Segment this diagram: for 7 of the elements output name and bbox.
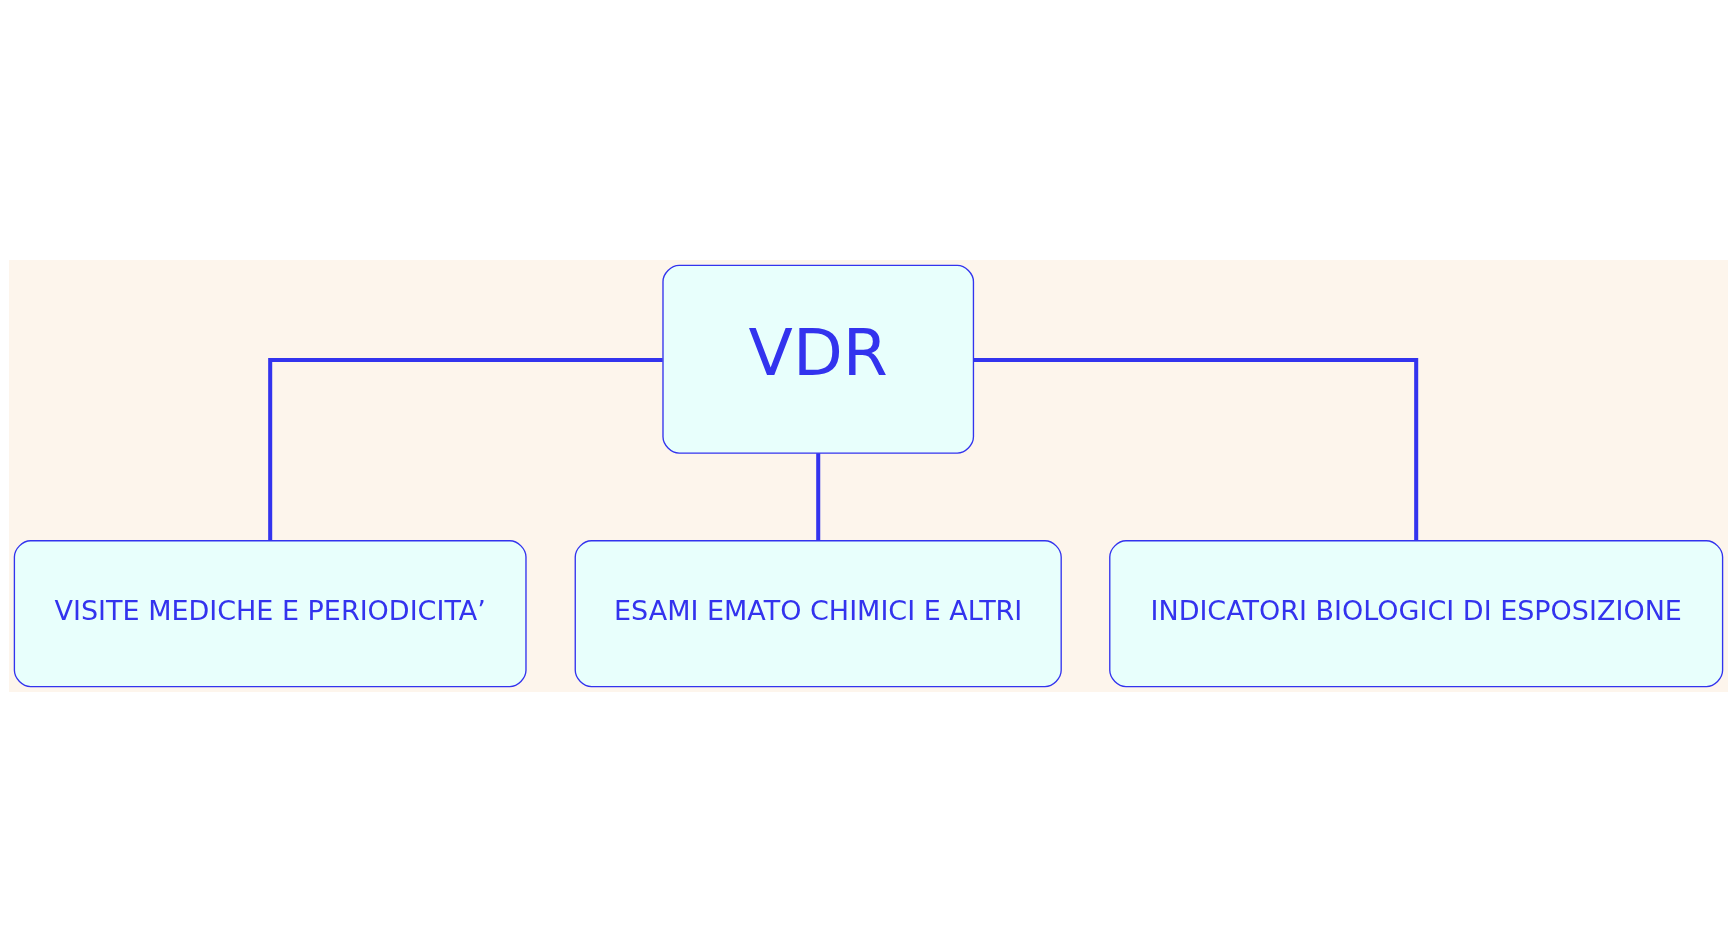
node-box: ESAMI EMATO CHIMICI E ALTRI (574, 540, 1062, 688)
node-box: VDR (661, 264, 974, 454)
node-box: INDICATORI BIOLOGICI DI ESPOSIZIONE (1108, 540, 1723, 688)
node-box: VISITE MEDICHE E PERIODICITA’ (13, 540, 527, 688)
connector (267, 357, 663, 541)
connector (973, 357, 1418, 541)
connector (815, 453, 820, 541)
